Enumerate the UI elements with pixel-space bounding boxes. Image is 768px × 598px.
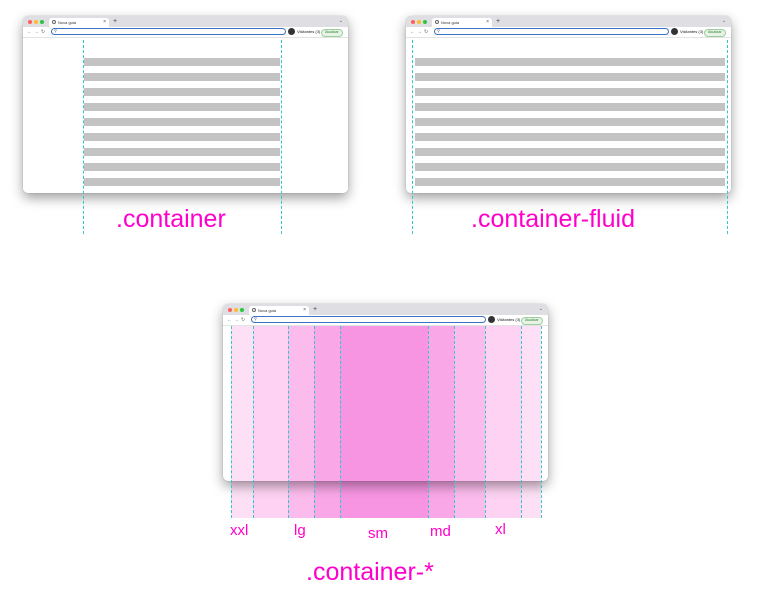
label-sm: sm xyxy=(368,525,388,542)
back-icon[interactable]: ← xyxy=(410,29,415,35)
caption-container-fluid: .container-fluid xyxy=(471,205,635,233)
profile-icon[interactable] xyxy=(671,28,678,35)
reload-icon[interactable]: ↻ xyxy=(241,317,246,323)
content-row xyxy=(84,73,280,81)
page-content xyxy=(406,38,731,193)
content-row xyxy=(415,148,725,156)
content-row xyxy=(84,103,280,111)
guide-line-xl-right xyxy=(521,326,522,518)
content-row xyxy=(415,133,725,141)
guide-line-left xyxy=(412,40,413,234)
search-icon: ⚲ xyxy=(254,316,257,321)
search-icon: ⚲ xyxy=(437,28,440,33)
content-row xyxy=(84,58,280,66)
profile-icon[interactable] xyxy=(488,316,495,323)
forward-icon[interactable]: → xyxy=(417,29,422,35)
browser-tab[interactable]: Nova guia × xyxy=(249,306,309,315)
label-xl: xl xyxy=(495,521,506,538)
chevron-down-icon[interactable]: ⌄ xyxy=(338,18,343,24)
content-row xyxy=(84,148,280,156)
content-row xyxy=(84,178,280,186)
close-icon[interactable]: × xyxy=(486,19,489,25)
tab-bar: Nova guia × + ⌄ xyxy=(23,16,348,27)
globe-icon xyxy=(252,308,256,312)
browser-toolbar: ← → ↻ ⚲ Visitantes (3) Atualizar xyxy=(406,27,731,38)
guide-line-lg-left xyxy=(288,326,289,518)
new-tab-button[interactable]: + xyxy=(496,18,501,25)
globe-icon xyxy=(435,20,439,24)
content-row xyxy=(415,103,725,111)
guide-line-left xyxy=(83,40,84,234)
traffic-lights[interactable] xyxy=(28,20,46,38)
band-sm xyxy=(340,326,428,518)
page-content xyxy=(223,326,548,481)
profile-icon[interactable] xyxy=(288,28,295,35)
content-row xyxy=(84,118,280,126)
reload-icon[interactable]: ↻ xyxy=(424,29,429,35)
globe-icon xyxy=(52,20,56,24)
forward-icon[interactable]: → xyxy=(234,317,239,323)
guide-line-lg-right xyxy=(485,326,486,518)
browser-window-container-breakpoints: Nova guia × + ⌄ ← → ↻ ⚲ Visitantes (3) A… xyxy=(223,304,548,481)
traffic-lights[interactable] xyxy=(228,308,246,326)
update-button[interactable]: Atualizar xyxy=(704,29,726,37)
browser-tab[interactable]: Nova guia × xyxy=(432,18,492,27)
search-icon: ⚲ xyxy=(54,28,57,33)
close-icon[interactable]: × xyxy=(103,19,106,25)
content-row xyxy=(415,163,725,171)
update-button[interactable]: Atualizar xyxy=(521,317,543,325)
tab-title: Nova guia xyxy=(441,20,460,25)
back-icon[interactable]: ← xyxy=(227,317,232,323)
incognito-label: Visitantes (3) xyxy=(297,29,321,34)
browser-window-container: Nova guia × + ⌄ ← → ↻ ⚲ Visitantes (3) A… xyxy=(23,16,348,193)
guide-line-right xyxy=(281,40,282,234)
label-xxl: xxl xyxy=(230,522,249,539)
browser-tab[interactable]: Nova guia × xyxy=(49,18,109,27)
reload-icon[interactable]: ↻ xyxy=(41,29,46,35)
tab-title: Nova guia xyxy=(58,20,77,25)
chevron-down-icon[interactable]: ⌄ xyxy=(721,18,726,24)
label-lg: lg xyxy=(294,522,306,539)
guide-line-md-left xyxy=(314,326,315,518)
update-button[interactable]: Atualizar xyxy=(321,29,343,37)
chevron-down-icon[interactable]: ⌄ xyxy=(538,306,543,312)
new-tab-button[interactable]: + xyxy=(113,18,118,25)
new-tab-button[interactable]: + xyxy=(313,306,318,313)
content-row xyxy=(415,118,725,126)
content-row xyxy=(84,133,280,141)
browser-window-container-fluid: Nova guia × + ⌄ ← → ↻ ⚲ Visitantes (3) A… xyxy=(406,16,731,193)
guide-line-sm-left xyxy=(340,326,341,518)
tab-bar: Nova guia × + ⌄ xyxy=(406,16,731,27)
browser-toolbar: ← → ↻ ⚲ Visitantes (3) Atualizar xyxy=(223,315,548,326)
content-row xyxy=(84,163,280,171)
browser-toolbar: ← → ↻ ⚲ Visitantes (3) Atualizar xyxy=(23,27,348,38)
caption-container-any: .container-* xyxy=(306,558,434,586)
address-bar[interactable]: ⚲ xyxy=(51,28,286,35)
tab-bar: Nova guia × + ⌄ xyxy=(223,304,548,315)
content-row xyxy=(84,88,280,96)
page-content xyxy=(23,38,348,193)
guide-line-md-right xyxy=(454,326,455,518)
incognito-label: Visitantes (3) xyxy=(497,317,521,322)
guide-line-sm-right xyxy=(428,326,429,518)
traffic-lights[interactable] xyxy=(411,20,429,38)
address-bar[interactable]: ⚲ xyxy=(434,28,669,35)
guide-line-xxl-right xyxy=(541,326,542,518)
back-icon[interactable]: ← xyxy=(27,29,32,35)
content-row xyxy=(415,178,725,186)
caption-container: .container xyxy=(116,205,226,233)
guide-line-right xyxy=(727,40,728,234)
forward-icon[interactable]: → xyxy=(34,29,39,35)
guide-line-xl-left xyxy=(253,326,254,518)
content-row xyxy=(415,73,725,81)
content-row xyxy=(415,88,725,96)
label-md: md xyxy=(430,523,451,540)
guide-line-xxl-left xyxy=(231,326,232,518)
address-bar[interactable]: ⚲ xyxy=(251,316,486,323)
close-icon[interactable]: × xyxy=(303,307,306,313)
tab-title: Nova guia xyxy=(258,308,277,313)
incognito-label: Visitantes (3) xyxy=(680,29,704,34)
content-row xyxy=(415,58,725,66)
